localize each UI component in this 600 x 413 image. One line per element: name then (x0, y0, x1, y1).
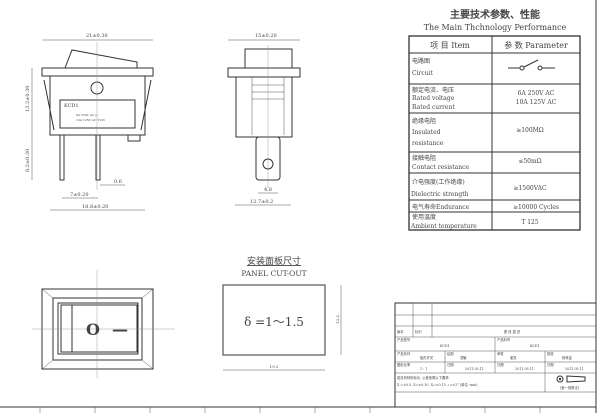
svg-text:产品料号: 产品料号 (497, 337, 511, 342)
front-view: KCD1 6A 250V AC μ 10A 125V AC T125 21±0.… (25, 33, 154, 211)
svg-text:KCD1: KCD1 (440, 344, 450, 348)
svg-text:主要技术参数、性能: 主要技术参数、性能 (450, 8, 540, 21)
panel-thickness: δ =1～1.5 (244, 315, 304, 329)
svg-text:0.6: 0.6 (114, 179, 122, 185)
on-symbol: O (86, 320, 100, 339)
svg-text:参 数 Parameter: 参 数 Parameter (504, 40, 568, 50)
rating-label (59, 99, 136, 129)
svg-text:标识: 标识 (415, 329, 422, 334)
svg-text:使用温度: 使用温度 (412, 213, 436, 221)
svg-text:图纸比率: 图纸比率 (397, 362, 411, 367)
svg-text:12.7±0.2: 12.7±0.2 (250, 199, 273, 205)
svg-text:若没有特别标示, 公差依照以下要求:: 若没有特别标示, 公差依照以下要求: (397, 375, 450, 380)
svg-text:≥100MΩ: ≥100MΩ (516, 127, 544, 134)
off-symbol: — (112, 320, 128, 339)
svg-text:2011.05.11: 2011.05.11 (565, 367, 584, 371)
svg-text:版本: 版本 (397, 329, 404, 334)
first-angle-projection-icon (556, 375, 586, 383)
svg-text:电气寿命Endurance: 电气寿命Endurance (412, 203, 470, 211)
side-view: 15±0.20 4.8 12.7±0.2 (227, 33, 301, 206)
pin-stub (127, 134, 141, 142)
svg-text:谢凯: 谢凯 (510, 355, 517, 360)
title-block: 版本 标识 更 改 描 述 产品型号 KCD1 产品料号 KCD1 产品系列 船… (394, 302, 597, 408)
spec-table: 主要技术参数、性能 The Main Thchnology Performanc… (408, 8, 581, 231)
svg-text:Contact resistance: Contact resistance (412, 164, 469, 171)
svg-text:绘图: 绘图 (447, 351, 454, 356)
svg-text:T 125: T 125 (521, 219, 539, 226)
svg-text:产品型号: 产品型号 (397, 337, 411, 342)
svg-text:≤50mΩ: ≤50mΩ (518, 158, 541, 165)
svg-text:Ambient temperature: Ambient temperature (410, 223, 477, 230)
svg-text:核准: 核准 (547, 351, 554, 356)
svg-text:resistance: resistance (412, 140, 444, 147)
svg-text:7±0.20: 7±0.20 (70, 192, 89, 198)
svg-text:6A 250V AC μ: 6A 250V AC μ (76, 113, 97, 117)
svg-text:谭敏: 谭敏 (460, 355, 467, 360)
svg-text:15±0.20: 15±0.20 (255, 33, 277, 39)
rocker-face-view: O — (32, 270, 175, 378)
frame-ticks (39, 407, 541, 413)
svg-text:项 目 Item: 项 目 Item (430, 41, 470, 50)
svg-text:(第一视角法): (第一视角法) (560, 385, 580, 390)
svg-text:Dielectric strength: Dielectric strength (411, 191, 469, 198)
svg-text:日期: 日期 (447, 362, 454, 367)
svg-text:日期: 日期 (547, 362, 554, 367)
svg-text:13.2: 13.2 (335, 315, 340, 324)
svg-text:安装面板尺寸: 安装面板尺寸 (247, 255, 301, 267)
svg-text:1 : 1: 1 : 1 (420, 367, 427, 371)
svg-text:4.8: 4.8 (264, 187, 272, 193)
panel-cutout: 安装面板尺寸 PANEL CUT-OUT δ =1～1.5 19.2 13.2 (222, 255, 342, 371)
svg-text:日期: 日期 (497, 362, 504, 367)
svg-text:PANEL CUT-OUT: PANEL CUT-OUT (241, 269, 306, 278)
svg-text:The Main Thchnology Performanc: The Main Thchnology Performance (424, 23, 567, 32)
svg-text:≥1500VAC: ≥1500VAC (513, 185, 547, 192)
circuit-symbol-icon (508, 59, 555, 71)
svg-text:额定电流、电压: 额定电流、电压 (412, 86, 454, 94)
label-model: KCD1 (64, 103, 79, 109)
svg-text:接触电阻: 接触电阻 (412, 154, 436, 162)
svg-text:2011.05.11: 2011.05.11 (515, 367, 534, 371)
svg-text:Circuit: Circuit (412, 70, 434, 77)
svg-text:介电强度(工作绝缘): 介电强度(工作绝缘) (412, 178, 465, 186)
svg-text:10A 125V AC T125: 10A 125V AC T125 (76, 118, 105, 122)
svg-text:Rated current: Rated current (412, 104, 455, 111)
svg-text:绝缘电阻: 绝缘电阻 (412, 117, 436, 125)
svg-text:产品系列: 产品系列 (397, 351, 411, 356)
pin-2 (95, 134, 101, 181)
svg-text:2011.05.11: 2011.05.11 (465, 367, 484, 371)
dim-pin-length: 8.2±0.30 (25, 149, 31, 172)
svg-text:更 改 描 述: 更 改 描 述 (504, 329, 521, 334)
svg-text:Rated voltage: Rated voltage (412, 95, 455, 102)
svg-text:10A 125V AC: 10A 125V AC (516, 99, 557, 106)
svg-text:18.8±0.20: 18.8±0.20 (82, 204, 108, 210)
pin-1 (59, 134, 65, 181)
svg-text:电路图: 电路图 (412, 57, 430, 65)
svg-text:KCD1: KCD1 (530, 344, 540, 348)
dim-width: 21±0.30 (86, 33, 108, 39)
svg-text:≥10000 Cycles: ≥10000 Cycles (513, 204, 559, 211)
svg-text:审核: 审核 (497, 351, 504, 356)
svg-text:船形开关: 船形开关 (420, 355, 434, 360)
svg-text:19.2: 19.2 (270, 364, 279, 369)
svg-text:6A 250V AC: 6A 250V AC (518, 90, 555, 97)
svg-text:X.=±0.5 .X=±0.30 .X=±0.15: X.=±0.5 .X=±0.30 .X=±0.15 ∠=±2° (单位: mm) (397, 382, 478, 387)
svg-text:Insulated: Insulated (412, 129, 441, 136)
rocker-actuator (64, 49, 138, 69)
dim-height: 13.2±0.30 (25, 86, 31, 112)
svg-text:杨林金: 杨林金 (562, 355, 573, 360)
